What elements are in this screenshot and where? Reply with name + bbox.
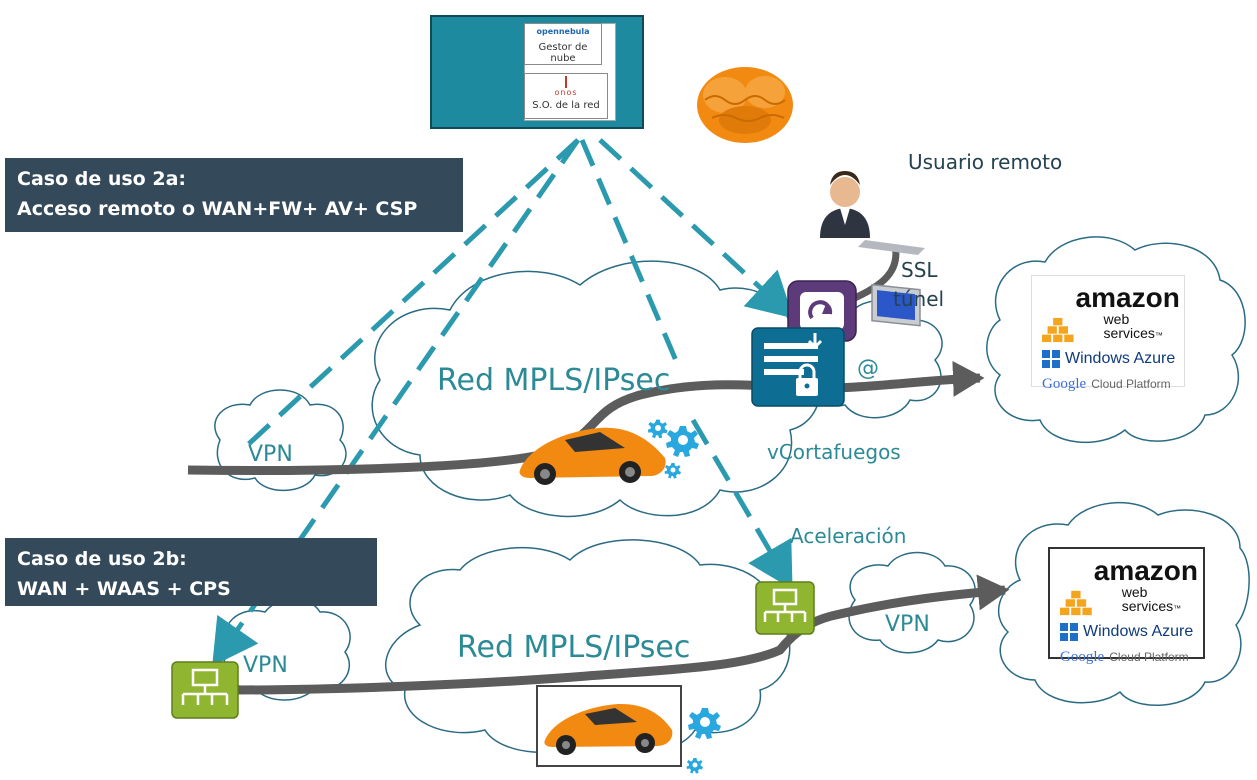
cloud-vpn-top xyxy=(214,389,347,492)
use-case-2b-description: WAN + WAAS + CPS xyxy=(17,578,231,600)
control-line-firewall xyxy=(598,138,794,319)
use-case-2a-description: Acceso remoto o WAN+FW+ AV+ CSP xyxy=(17,198,418,220)
cloud-providers-top-box: amazon web services™ Windows Azure Googl… xyxy=(1031,275,1185,392)
brain-icon xyxy=(697,67,793,143)
car-top-icon xyxy=(519,427,666,485)
google-cloud-logo-top: Google Cloud Platform xyxy=(1042,373,1184,394)
ssl-tunnel-link xyxy=(848,244,900,304)
router-acceleration-icon xyxy=(755,581,815,635)
azure-logo-bottom: Windows Azure xyxy=(1060,622,1203,642)
sdn-controller-panel: opennebula Gestor de nube onos S.O. de l… xyxy=(430,15,644,129)
azure-logo-top: Windows Azure xyxy=(1042,349,1184,369)
email-at-label: @ xyxy=(857,356,879,381)
remote-user-label: Usuario remoto xyxy=(908,150,1063,174)
use-case-2a-title: Caso de uso 2a: xyxy=(17,168,186,190)
control-line-accel-2 xyxy=(690,418,793,590)
use-case-2b-panel: Caso de uso 2b: WAN + WAAS + CPS xyxy=(5,538,377,606)
aws-webservices-text: web services xyxy=(1121,584,1174,614)
cloud-providers-bottom-box: amazon web services™ Windows Azure Googl… xyxy=(1048,547,1205,665)
aws-logo-bottom: amazon web services™ xyxy=(1060,557,1203,616)
acceleration-label: Aceleración xyxy=(790,524,907,548)
aws-tm: ™ xyxy=(1154,331,1163,340)
azure-text: Windows Azure xyxy=(1083,623,1194,640)
aws-amazon-text: amazon xyxy=(1075,282,1180,313)
gear-small-bottom-icon xyxy=(686,758,703,774)
ssl-label: SSL xyxy=(901,258,938,282)
vpn-bottom-left-label: VPN xyxy=(243,653,288,678)
vpn-bottom-right-label: VPN xyxy=(885,612,930,637)
aws-boxes-icon xyxy=(1042,317,1074,343)
aws-logo-top: amazon web services™ xyxy=(1042,284,1184,343)
traffic-path-top xyxy=(187,360,985,475)
cloud-platform-text: Cloud Platform xyxy=(1109,650,1189,664)
mpls-top-label: Red MPLS/IPsec xyxy=(437,363,671,398)
network-os-card: onos S.O. de la red xyxy=(524,73,608,119)
vfirewall-label: vCortafuegos xyxy=(767,440,901,464)
car-bottom-icon xyxy=(544,703,673,755)
use-case-2a-panel: Caso de uso 2a: Acceso remoto o WAN+FW+ … xyxy=(5,158,463,232)
tunnel-label: túnel xyxy=(893,287,945,311)
opennebula-logo: opennebula xyxy=(536,27,590,36)
windows-icon xyxy=(1060,623,1078,641)
mpls-bottom-label: Red MPLS/IPsec xyxy=(457,630,691,665)
azure-text: Windows Azure xyxy=(1065,350,1176,367)
aws-amazon-text: amazon xyxy=(1093,555,1199,586)
windows-icon xyxy=(1042,350,1060,368)
onos-logo: onos xyxy=(554,88,578,97)
aws-webservices-text: web services xyxy=(1103,311,1155,341)
aws-tm: ™ xyxy=(1173,604,1182,613)
cloud-mpls-top xyxy=(371,260,821,518)
aws-boxes-icon xyxy=(1060,590,1092,616)
router-branch-icon xyxy=(171,661,239,719)
network-os-label: S.O. de la red xyxy=(532,100,600,111)
cloud-platform-text: Cloud Platform xyxy=(1091,377,1171,391)
cloud-mpls-bottom xyxy=(385,539,791,755)
google-text: Google xyxy=(1060,649,1105,665)
vfirewall-icon xyxy=(751,327,845,407)
traffic-path-bottom xyxy=(234,574,1010,695)
control-line-top xyxy=(238,138,580,454)
google-text: Google xyxy=(1042,376,1087,392)
cloud-manager-card: opennebula Gestor de nube xyxy=(524,23,602,65)
laptop-icon xyxy=(858,240,925,327)
google-cloud-logo-bottom: Google Cloud Platform xyxy=(1060,646,1203,667)
onos-logo-icon xyxy=(565,76,567,88)
use-case-2b-title: Caso de uso 2b: xyxy=(17,548,187,570)
cloud-manager-label: Gestor de nube xyxy=(538,42,588,64)
vpn-top-label: VPN xyxy=(248,442,293,467)
user-icon xyxy=(820,171,870,238)
